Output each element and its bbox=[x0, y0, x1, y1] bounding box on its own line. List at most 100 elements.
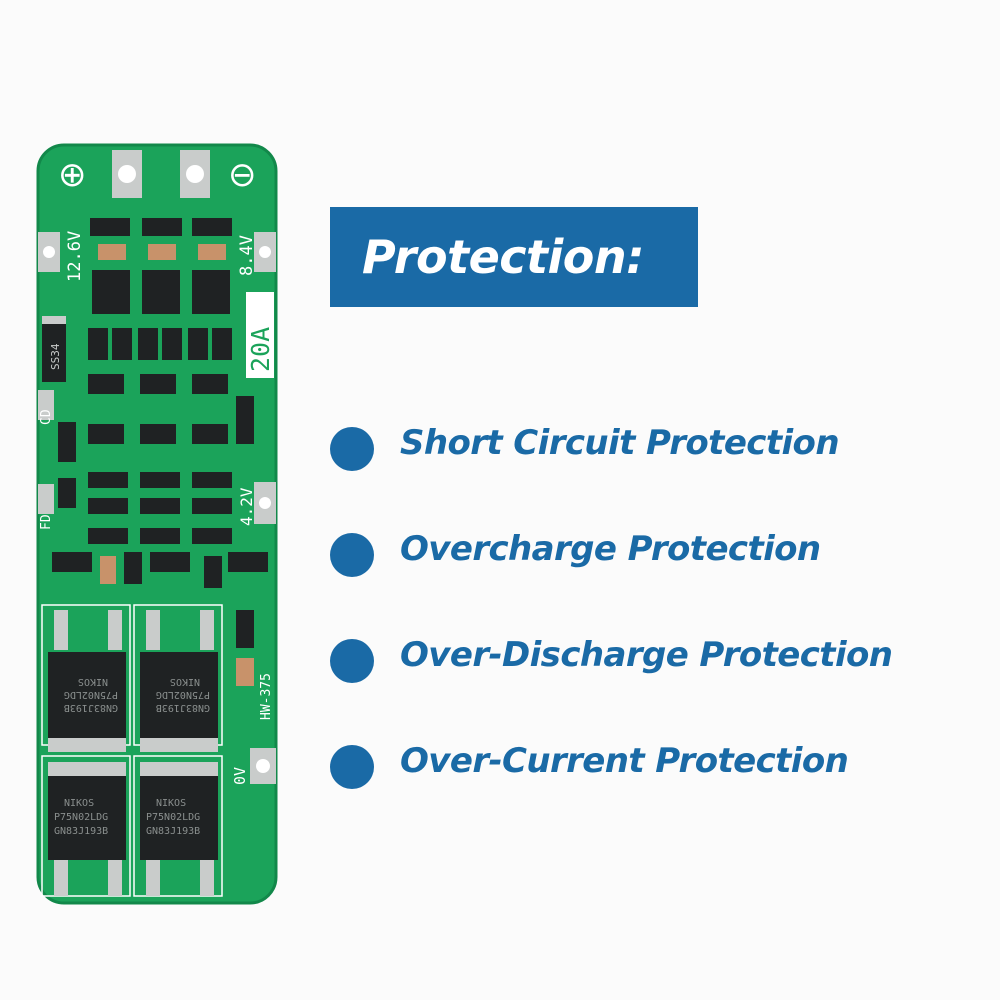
diode-body bbox=[42, 316, 66, 382]
mosfet-text-2: P75N02LDG bbox=[64, 689, 118, 700]
tr-3 bbox=[192, 374, 228, 394]
label-8v4: 8.4V bbox=[237, 235, 257, 276]
ic-1 bbox=[92, 270, 130, 314]
resistor-grid-middle bbox=[58, 328, 254, 508]
tr-4 bbox=[88, 424, 124, 444]
mosfet-text-1: GN83J193B bbox=[156, 702, 210, 713]
mosfet-body bbox=[48, 776, 126, 860]
cap-2 bbox=[148, 244, 176, 260]
cap-1 bbox=[98, 244, 126, 260]
res-l2 bbox=[140, 472, 180, 488]
mosfet-heatsink bbox=[48, 762, 126, 776]
feature-item-over-current: Over-Current Protection bbox=[328, 718, 988, 824]
bullet-dot-icon bbox=[330, 745, 374, 789]
mosfet-text-2: P75N02LDG bbox=[146, 812, 200, 823]
mosfet-body bbox=[140, 652, 218, 738]
feature-item-short-circuit: Short Circuit Protection bbox=[328, 400, 988, 506]
res-l9 bbox=[192, 528, 232, 544]
mosfet-pin bbox=[200, 610, 214, 650]
mosfet-pin bbox=[108, 610, 122, 650]
pad-cd bbox=[38, 390, 54, 420]
bullet-dot-icon bbox=[330, 639, 374, 683]
res-l1 bbox=[88, 472, 128, 488]
res-1 bbox=[90, 218, 130, 236]
label-12v6: 12.6V bbox=[65, 231, 85, 282]
mosfet-pin bbox=[54, 860, 68, 896]
pad-4v2-hole bbox=[259, 497, 271, 509]
res-l10 bbox=[124, 552, 142, 584]
pad-8v4-hole bbox=[259, 246, 271, 258]
label-20a: 20A bbox=[246, 327, 275, 372]
pad-0v-hole bbox=[256, 759, 270, 773]
pad-fd bbox=[38, 484, 54, 514]
mosfet-body bbox=[48, 652, 126, 738]
tr-6 bbox=[192, 424, 228, 444]
res-m6 bbox=[212, 328, 232, 360]
hole-bplus-left bbox=[118, 165, 136, 183]
label-diode: SS34 bbox=[49, 343, 62, 370]
res-l7 bbox=[88, 528, 128, 544]
minus-symbol: ⊖ bbox=[228, 155, 257, 195]
res-left2 bbox=[58, 478, 76, 508]
mosfet-heatsink bbox=[140, 762, 218, 776]
hole-bplus-right bbox=[186, 165, 204, 183]
mosfet-text-1: NIKOS bbox=[64, 798, 94, 809]
protection-ics bbox=[92, 270, 230, 314]
feature-label: Over-Discharge Protection bbox=[400, 635, 893, 675]
mosfet-pin bbox=[108, 860, 122, 896]
mosfet-top-left: GN83J193B P75N02LDG NIKOS bbox=[41, 604, 131, 752]
label-cd: CD bbox=[39, 409, 54, 425]
tr-l1 bbox=[52, 552, 92, 572]
tr-2 bbox=[140, 374, 176, 394]
res-l5 bbox=[140, 498, 180, 514]
res-l12 bbox=[236, 610, 254, 648]
res-m5 bbox=[188, 328, 208, 360]
mosfet-heatsink bbox=[140, 738, 218, 752]
feature-list: Short Circuit Protection Overcharge Prot… bbox=[328, 400, 988, 824]
res-side bbox=[236, 396, 254, 444]
bullet-dot-icon bbox=[330, 427, 374, 471]
res-m4 bbox=[162, 328, 182, 360]
mosfet-top-right: GN83J193B P75N02LDG NIKOS bbox=[133, 604, 223, 752]
mosfet-text-3: NIKOS bbox=[170, 676, 200, 687]
bullet-dot-icon bbox=[330, 533, 374, 577]
label-4v2: 4.2V bbox=[237, 487, 256, 526]
mosfet-text-3: GN83J193B bbox=[146, 826, 200, 837]
mosfet-tab bbox=[41, 755, 131, 897]
plus-symbol: ⊕ bbox=[58, 155, 87, 195]
res-left bbox=[58, 422, 76, 462]
res-l11 bbox=[204, 556, 222, 588]
tr-1 bbox=[88, 374, 124, 394]
ic-3 bbox=[192, 270, 230, 314]
cap-3 bbox=[198, 244, 226, 260]
mosfet-pin bbox=[146, 610, 160, 650]
mosfet-heatsink bbox=[48, 738, 126, 752]
mosfet-pin bbox=[54, 610, 68, 650]
mosfet-text-3: GN83J193B bbox=[54, 826, 108, 837]
res-l6 bbox=[192, 498, 232, 514]
mosfet-pin bbox=[200, 860, 214, 896]
label-0v: 0V bbox=[231, 767, 249, 785]
mosfet-text-2: P75N02LDG bbox=[156, 689, 210, 700]
mosfet-bottom-left: NIKOS P75N02LDG GN83J193B bbox=[41, 755, 131, 897]
ic-2 bbox=[142, 270, 180, 314]
mosfet-text-3: NIKOS bbox=[78, 676, 108, 687]
mosfet-text-2: P75N02LDG bbox=[54, 812, 108, 823]
mosfet-bottom-right: NIKOS P75N02LDG GN83J193B bbox=[133, 755, 223, 897]
banner-title: Protection: bbox=[362, 230, 645, 284]
res-l8 bbox=[140, 528, 180, 544]
res-2 bbox=[142, 218, 182, 236]
feature-item-over-discharge: Over-Discharge Protection bbox=[328, 612, 988, 718]
feature-label: Over-Current Protection bbox=[400, 741, 849, 781]
feature-label: Short Circuit Protection bbox=[400, 423, 840, 463]
tr-l3 bbox=[228, 552, 268, 572]
rating-block bbox=[246, 292, 274, 378]
tr-l2 bbox=[150, 552, 190, 572]
res-m2 bbox=[112, 328, 132, 360]
diode-band bbox=[42, 316, 66, 324]
mosfet-tab bbox=[133, 755, 223, 897]
tr-5 bbox=[140, 424, 176, 444]
mosfet-body bbox=[140, 776, 218, 860]
res-m1 bbox=[88, 328, 108, 360]
